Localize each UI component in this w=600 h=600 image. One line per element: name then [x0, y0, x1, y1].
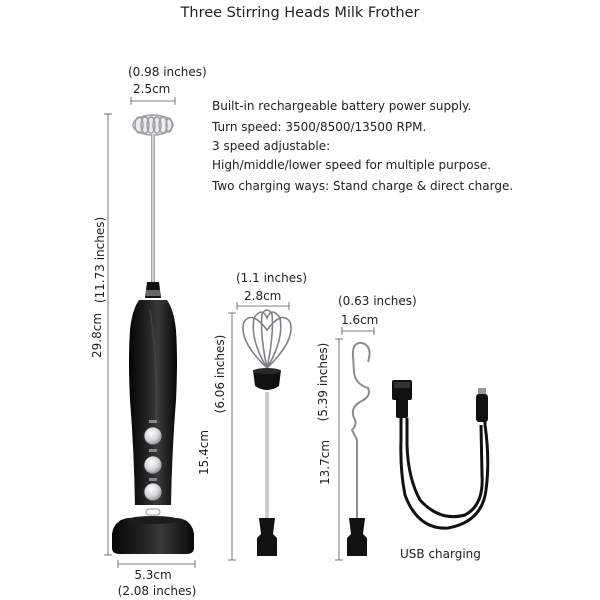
low-speed-button [143, 482, 163, 502]
frother-head-width-line [130, 97, 176, 105]
usb-charging-label: USB charging [400, 547, 481, 561]
middle-speed-button [143, 455, 163, 475]
spring-whisk-length-inches: (5.39 inches) [316, 342, 330, 422]
frother-base-width-inches: (2.08 inches) [117, 584, 197, 598]
frother-height-cm: 29.8cm [90, 312, 104, 358]
whisk-wires [242, 309, 292, 369]
frother-base-width-cm: 5.3cm [134, 568, 172, 582]
whisk-connector [257, 518, 277, 556]
frother-speed-buttons [143, 420, 163, 502]
frother-head-width-cm: 2.5cm [133, 82, 171, 96]
frother-head-width-inches: (0.98 inches) [128, 65, 207, 79]
frother-handle [129, 300, 177, 505]
high-speed-button [143, 426, 163, 446]
frother-base-width-line [117, 560, 196, 568]
spring-whisk-length-line [335, 338, 343, 561]
frother-height-inches: (11.73 inches) [93, 216, 107, 304]
power-indicator-icon [145, 508, 161, 516]
frother-coil-head [132, 114, 174, 136]
frother-device [112, 114, 194, 554]
spring-whisk-width-inches: (0.63 inches) [338, 294, 417, 308]
frother-charging-base [112, 518, 194, 554]
whisk-length-line [228, 312, 236, 561]
feature-battery: Built-in rechargeable battery power supp… [212, 99, 472, 113]
whisk-length-cm: 15.4cm [197, 429, 211, 475]
whisk-length-inches: (6.06 inches) [213, 334, 227, 414]
spring-whisk-connector [347, 518, 367, 556]
usb-cable [392, 380, 490, 530]
spring-whisk-attachment [347, 341, 371, 556]
frother-shaft [151, 134, 155, 282]
spring-whisk-wire [350, 341, 371, 518]
feature-speed: Turn speed: 3500/8500/13500 RPM. [212, 120, 427, 134]
whisk-width-cm: 2.8cm [244, 289, 282, 303]
whisk-shaft [265, 392, 269, 518]
spring-whisk-width-cm: 1.6cm [341, 313, 379, 327]
micro-usb-plug-icon [478, 388, 486, 394]
feature-charging: Two charging ways: Stand charge & direct… [212, 179, 514, 193]
whisk-width-inches: (1.1 inches) [236, 271, 308, 285]
spring-whisk-length-cm: 13.7cm [318, 439, 332, 485]
whisk-width-line [236, 302, 290, 310]
feature-adjustable: 3 speed adjustable: [212, 139, 331, 153]
whisk-hub [253, 370, 281, 390]
page-title: Three Stirring Heads Milk Frother [180, 5, 420, 21]
frother-height-line [104, 113, 112, 556]
feature-purpose: High/middle/lower speed for multiple pur… [212, 158, 492, 172]
balloon-whisk-attachment [242, 309, 292, 556]
spring-whisk-width-line [341, 327, 375, 335]
